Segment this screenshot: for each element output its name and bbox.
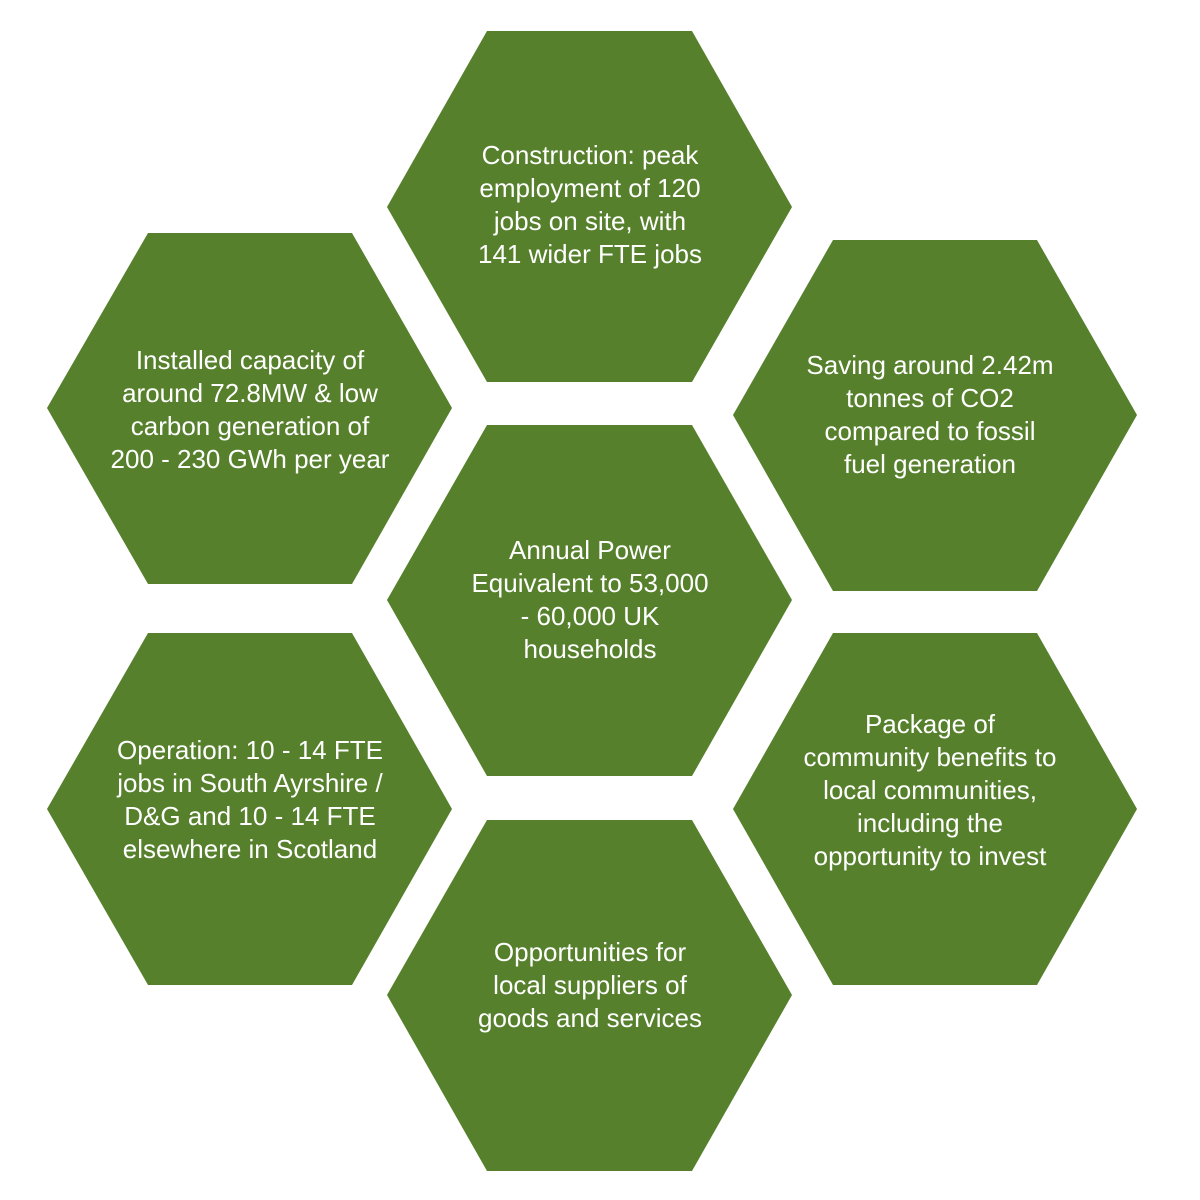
hexagon-upper-left-label: Installed capacity of around 72.8MW & lo… (110, 345, 390, 474)
hexagon-lower-left (47, 633, 452, 985)
hexagon-bottom-label: Opportunities for local suppliers of goo… (477, 936, 703, 1033)
hexagon-lower-left-label: Operation: 10 - 14 FTE jobs in South Ayr… (117, 735, 383, 864)
hexagon-center-label: Annual Power Equivalent to 53,000 - 60,0… (471, 535, 709, 664)
hexagon-top (387, 31, 792, 382)
hexagon-lower-right-label: Package of community benefits to local c… (803, 708, 1057, 871)
hexagon-lower-right (733, 633, 1137, 985)
hexagon-upper-right (733, 240, 1137, 591)
hexagon-bottom (387, 820, 792, 1171)
hexagon-upper-left (47, 233, 452, 584)
hexagon-center (387, 425, 792, 776)
hexagon-top-label: Construction: peak employment of 120 job… (478, 140, 702, 269)
hexagon-upper-right-label: Saving around 2.42m tonnes of CO2 compar… (806, 350, 1054, 479)
